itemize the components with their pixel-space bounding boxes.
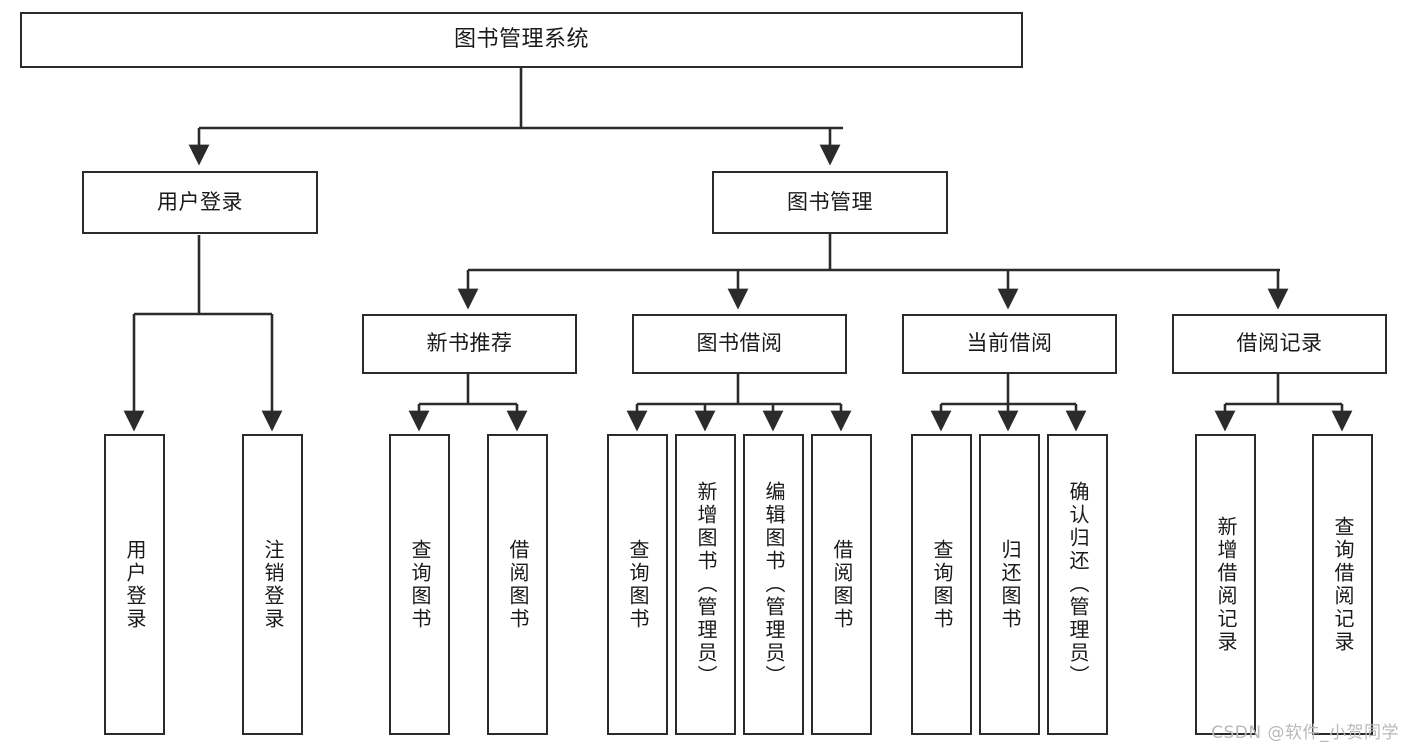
node-leaf-add-record[interactable]: 新增借阅记录 <box>1195 434 1256 735</box>
node-borrow-record[interactable]: 借阅记录 <box>1172 314 1387 374</box>
node-label: 用户登录 <box>157 189 243 214</box>
node-leaf-query-book-3[interactable]: 查询图书 <box>911 434 972 735</box>
node-leaf-return-book[interactable]: 归还图书 <box>979 434 1040 735</box>
node-label: 查询图书 <box>626 538 650 631</box>
node-label: 新增图书（管理员） <box>694 481 718 688</box>
node-label: 图书管理 <box>787 189 873 214</box>
node-label: 当前借阅 <box>966 331 1053 356</box>
node-leaf-confirm-return[interactable]: 确认归还（管理员） <box>1047 434 1108 735</box>
node-label: 编辑图书（管理员） <box>762 481 786 688</box>
node-label: 查询图书 <box>930 538 954 631</box>
node-label: 注销登录 <box>261 538 285 631</box>
node-leaf-edit-book[interactable]: 编辑图书（管理员） <box>743 434 804 735</box>
node-leaf-query-record[interactable]: 查询借阅记录 <box>1312 434 1373 735</box>
node-label: 用户登录 <box>123 538 147 631</box>
node-label: 借阅图书 <box>830 538 854 631</box>
node-leaf-borrow-book-1[interactable]: 借阅图书 <box>487 434 548 735</box>
node-current-borrow[interactable]: 当前借阅 <box>902 314 1117 374</box>
node-label: 图书借阅 <box>696 331 783 356</box>
node-label: 查询借阅记录 <box>1331 515 1355 654</box>
node-book-borrow[interactable]: 图书借阅 <box>632 314 847 374</box>
node-label: 确认归还（管理员） <box>1066 481 1090 688</box>
node-user-login[interactable]: 用户登录 <box>82 171 318 234</box>
node-new-book-recommend[interactable]: 新书推荐 <box>362 314 577 374</box>
node-label: 新书推荐 <box>426 331 513 356</box>
node-leaf-query-book-1[interactable]: 查询图书 <box>389 434 450 735</box>
node-label: 图书管理系统 <box>453 26 589 52</box>
node-label: 归还图书 <box>998 538 1022 631</box>
node-leaf-add-book[interactable]: 新增图书（管理员） <box>675 434 736 735</box>
node-label: 借阅记录 <box>1236 331 1323 356</box>
node-leaf-logout-login[interactable]: 注销登录 <box>242 434 303 735</box>
node-leaf-borrow-book-2[interactable]: 借阅图书 <box>811 434 872 735</box>
node-book-manage[interactable]: 图书管理 <box>712 171 948 234</box>
node-leaf-query-book-2[interactable]: 查询图书 <box>607 434 668 735</box>
node-label: 新增借阅记录 <box>1214 515 1238 654</box>
node-leaf-user-login[interactable]: 用户登录 <box>104 434 165 735</box>
node-label: 查询图书 <box>408 538 432 631</box>
node-root-book-management-system[interactable]: 图书管理系统 <box>20 12 1023 68</box>
node-label: 借阅图书 <box>506 538 530 631</box>
